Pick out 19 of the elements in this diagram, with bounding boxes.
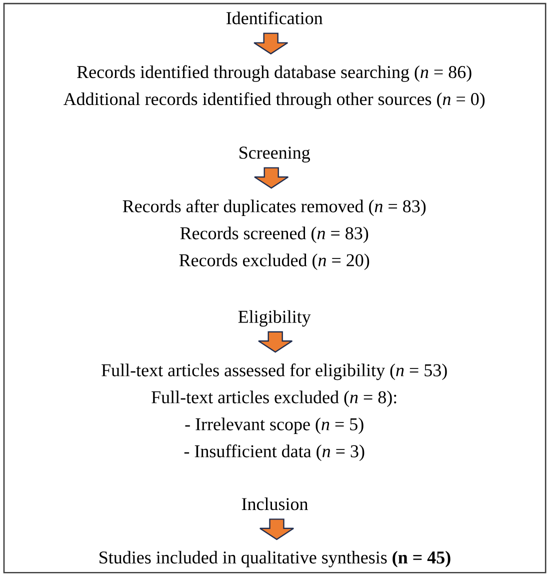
stage-heading: Screening	[240, 146, 310, 162]
count-statement: - Insufficient data (n = 3)	[184, 444, 364, 461]
count-statement: Records after duplicates removed (n = 83)	[122, 200, 426, 216]
count-statement: Full-text articles assessed for eligibility (n = 53)	[102, 364, 447, 380]
stage-heading: Eligibility	[238, 310, 311, 327]
block-arrow	[258, 331, 293, 353]
frame-box	[3, 2, 546, 574]
count-statement: Records identified through database searching (n = 86)	[77, 65, 472, 82]
block-arrow	[254, 167, 289, 189]
count-statement: Records excluded (n = 20)	[179, 254, 370, 270]
count-statement: Studies included in qualitative synthesis (n = 45)	[100, 550, 450, 568]
block-arrow	[259, 518, 294, 540]
stage-heading: Inclusion	[242, 498, 308, 510]
count-statement: Full-text articles excluded (n = 8):	[152, 390, 396, 407]
count-statement: Additional records identified through other sources (n = 0)	[64, 92, 485, 109]
count-statement: Records screened (n = 83)	[180, 226, 368, 243]
block-arrow	[253, 32, 288, 55]
count-statement: - Irrelevant scope (n = 5)	[185, 418, 364, 434]
stage-heading: Identification	[226, 11, 323, 24]
